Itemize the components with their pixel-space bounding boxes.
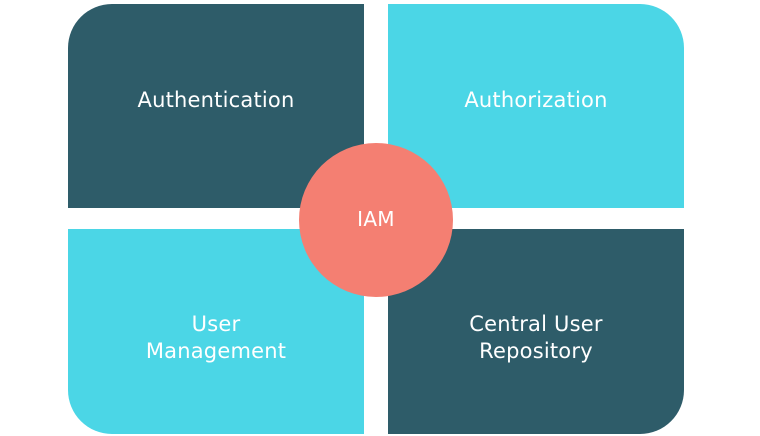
center-circle-iam: IAM [299, 143, 453, 297]
quadrant-authentication: Authentication [68, 4, 364, 208]
quadrant-label: Central User Repository [469, 311, 603, 363]
center-label: IAM [357, 207, 395, 231]
quadrant-label: User Management [145, 311, 287, 363]
quadrant-label: Authorization [464, 87, 608, 112]
quadrant-label: Authentication [137, 87, 295, 112]
